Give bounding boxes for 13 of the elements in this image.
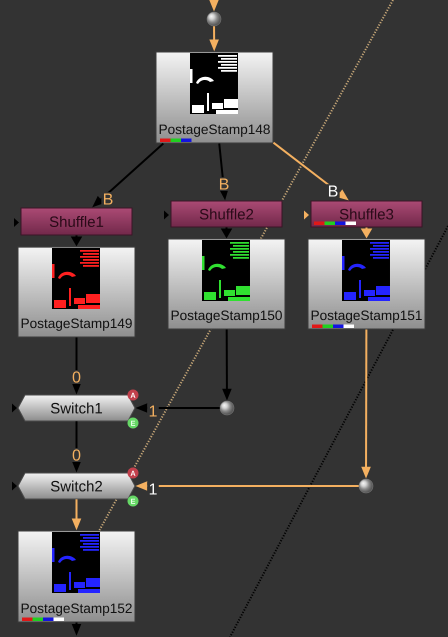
edge-label: B (101, 192, 115, 206)
edge-label: 1 (147, 482, 159, 496)
junction-dot (206, 12, 222, 26)
junction-dot (358, 478, 374, 494)
junction-dot (220, 400, 234, 416)
edge-label: 1 (147, 404, 159, 418)
process-box: Shuffle2 (170, 200, 282, 228)
edge-label: B (326, 184, 340, 198)
edge-label: B (217, 177, 231, 191)
edge-label: 0 (70, 448, 82, 462)
process-box: Shuffle1 (20, 208, 132, 236)
edge-label: 0 (70, 370, 82, 384)
process-box: Shuffle3 (310, 200, 422, 228)
